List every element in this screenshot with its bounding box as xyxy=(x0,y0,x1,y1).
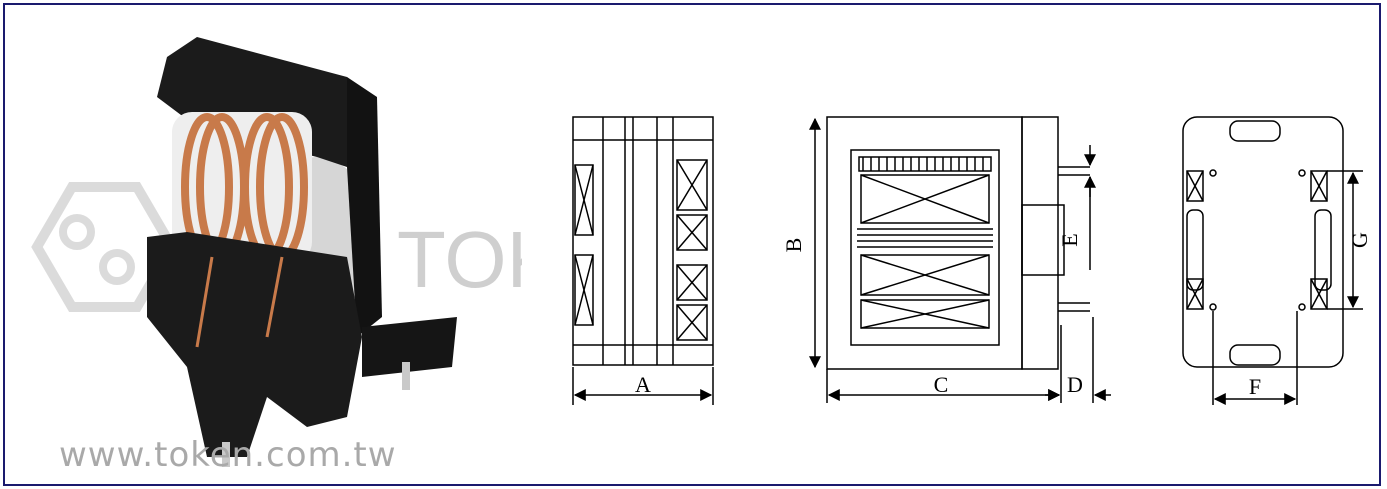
wire-lead-2 xyxy=(265,256,284,338)
wire-lead-1 xyxy=(195,256,214,348)
pin-2 xyxy=(402,362,410,390)
bottom-view xyxy=(1182,116,1363,405)
pin-1 xyxy=(222,442,230,467)
dimension-drawing: A xyxy=(572,116,1372,405)
front-view xyxy=(809,116,1111,403)
figure-frame: TOKEN www.token.com.tw xyxy=(3,3,1381,486)
dimension-f-label: F xyxy=(1249,374,1261,399)
dimension-g-label: G xyxy=(1347,232,1372,248)
core-bottom xyxy=(147,232,362,457)
product-photo: TOKEN xyxy=(31,37,522,467)
dimension-b-label: B xyxy=(781,238,806,253)
core-side xyxy=(347,77,382,337)
side-view xyxy=(572,116,714,405)
dimension-d-label: D xyxy=(1067,372,1083,397)
dimension-a-label: A xyxy=(635,372,651,397)
base-tab xyxy=(362,317,457,377)
watermark-text: TOKEN xyxy=(397,215,522,304)
dimension-c-label: C xyxy=(934,372,949,397)
website-url: www.token.com.tw xyxy=(59,435,397,475)
dimension-e-label: E xyxy=(1057,233,1082,246)
